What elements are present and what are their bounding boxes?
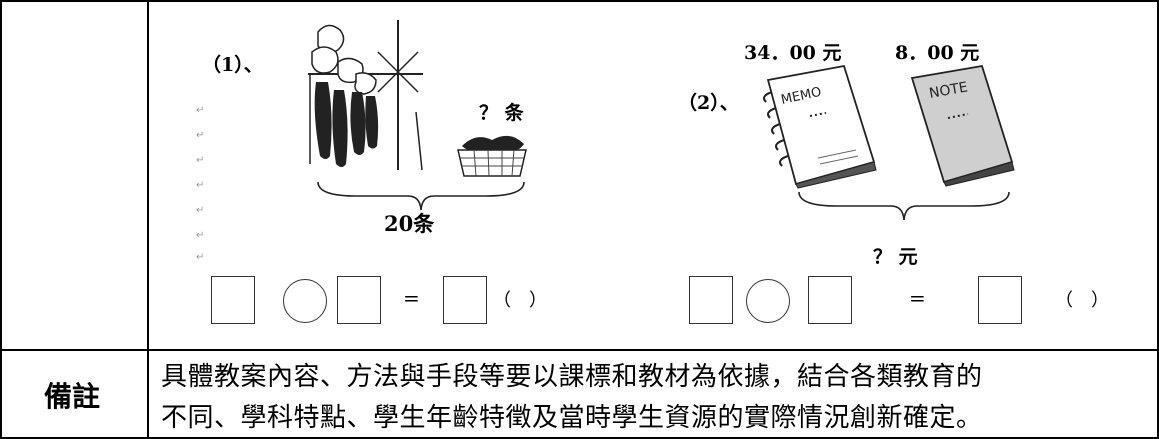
- problem1-brace: [317, 181, 525, 211]
- table-row-divider: [0, 349, 1159, 351]
- table-column-divider: [147, 0, 149, 439]
- table-border-top: [0, 0, 1159, 2]
- note-cover-text: NOTE: [928, 79, 969, 102]
- operator-circle[interactable]: [283, 279, 327, 323]
- remark-label: 備註: [44, 380, 101, 413]
- problem2-label: （2）、: [678, 92, 739, 114]
- answer-box[interactable]: [443, 276, 487, 324]
- fish-basket-illustration: [457, 135, 527, 177]
- paragraph-mark: ↵: [196, 180, 205, 191]
- memo-price-label: 34．00 元: [744, 42, 842, 64]
- table-border-bottom: [0, 437, 1159, 439]
- problem2-brace: [798, 191, 1010, 221]
- remark-line-2: 不同、學科特點、學生年齡特徵及當時學生資源的實際情況創新確定。: [161, 403, 983, 433]
- paragraph-mark: ↵: [196, 155, 205, 166]
- paragraph-mark: ↵: [196, 230, 205, 241]
- unit-parentheses: （ ）: [1055, 290, 1109, 311]
- table-border-right: [1157, 0, 1159, 439]
- problem2-total-label: ？ 元: [873, 246, 918, 268]
- answer-box[interactable]: [808, 276, 852, 324]
- paragraph-mark: ↵: [196, 105, 205, 116]
- paragraph-mark: ↵: [196, 130, 205, 141]
- answer-box[interactable]: [337, 276, 381, 324]
- answer-box[interactable]: [211, 276, 255, 324]
- equals-sign: =: [909, 286, 926, 310]
- answer-box[interactable]: [978, 276, 1022, 324]
- memo-notebook-illustration: MEMO: [763, 64, 877, 189]
- remark-line-1: 具體教案內容、方法與手段等要以課標和教材為依據，結合各類教育的: [161, 362, 983, 392]
- paragraph-mark: ↵: [196, 205, 205, 216]
- equals-sign: =: [403, 286, 420, 310]
- paragraph-mark: ↵: [196, 252, 205, 263]
- unit-parentheses: （ ）: [493, 290, 547, 311]
- problem1-total-label: 20条: [384, 211, 435, 236]
- note-price-label: 8．00 元: [895, 42, 980, 64]
- hanging-fish-illustration: [308, 20, 423, 171]
- problem1-unknown-label: ？ 条: [479, 102, 524, 124]
- operator-circle[interactable]: [746, 279, 790, 323]
- table-border-left: [0, 0, 2, 439]
- problem1-label: （1）、: [202, 54, 263, 76]
- note-notebook-illustration: NOTE: [910, 64, 1015, 187]
- answer-box[interactable]: [689, 276, 733, 324]
